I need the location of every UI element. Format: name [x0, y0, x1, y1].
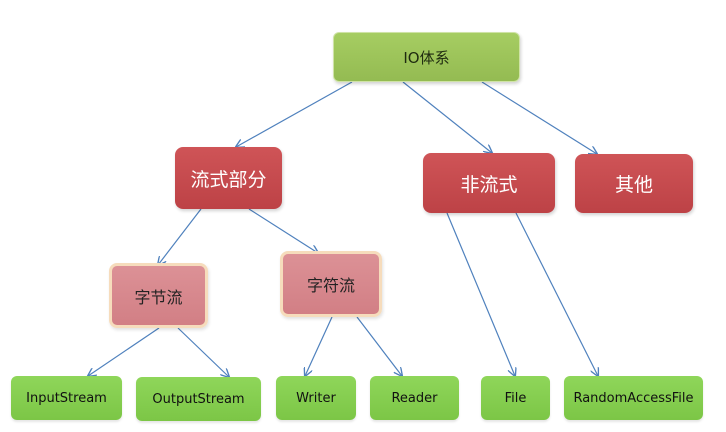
connector-stream-part-byte-stream — [158, 208, 202, 265]
connector-byte-stream-input-stream — [88, 327, 160, 376]
connector-root-other — [481, 81, 597, 154]
node-other-label: 其他 — [614, 174, 653, 196]
connector-char-stream-reader — [356, 316, 402, 376]
connector-stream-part-char-stream — [248, 208, 318, 253]
node-stream-part-label: 流式部分 — [190, 168, 267, 191]
node-byte-stream-label: 字节流 — [134, 287, 183, 307]
connector-byte-stream-output-stream — [177, 327, 229, 377]
node-io-system: IO体系 — [333, 32, 520, 82]
node-random-access-file-label: RandomAccessFile — [573, 390, 694, 406]
connector-root-stream-part — [236, 81, 353, 147]
node-output-stream: OutputStream — [136, 377, 261, 421]
node-random-access-file: RandomAccessFile — [564, 376, 703, 420]
node-writer: Writer — [276, 376, 356, 420]
node-file-label: File — [504, 390, 527, 406]
connector-non-stream-random-access-file — [515, 212, 598, 376]
node-file: File — [481, 376, 550, 420]
node-output-stream-label: OutputStream — [152, 391, 245, 407]
connector-root-non-stream — [402, 81, 492, 153]
node-stream-part: 流式部分 — [175, 147, 282, 209]
node-non-stream: 非流式 — [423, 153, 555, 213]
node-io-system-label: IO体系 — [403, 48, 450, 67]
node-char-stream-label: 字符流 — [306, 276, 355, 295]
node-char-stream: 字符流 — [280, 251, 382, 317]
node-reader: Reader — [370, 376, 459, 420]
connector-non-stream-file — [446, 212, 515, 376]
node-writer-label: Writer — [296, 390, 336, 406]
node-non-stream-label: 非流式 — [460, 173, 518, 196]
connector-char-stream-writer — [305, 316, 333, 376]
node-reader-label: Reader — [391, 390, 438, 406]
node-input-stream: InputStream — [11, 376, 122, 420]
node-input-stream-label: InputStream — [26, 390, 107, 406]
node-other: 其他 — [575, 154, 693, 213]
node-byte-stream: 字节流 — [109, 263, 208, 328]
